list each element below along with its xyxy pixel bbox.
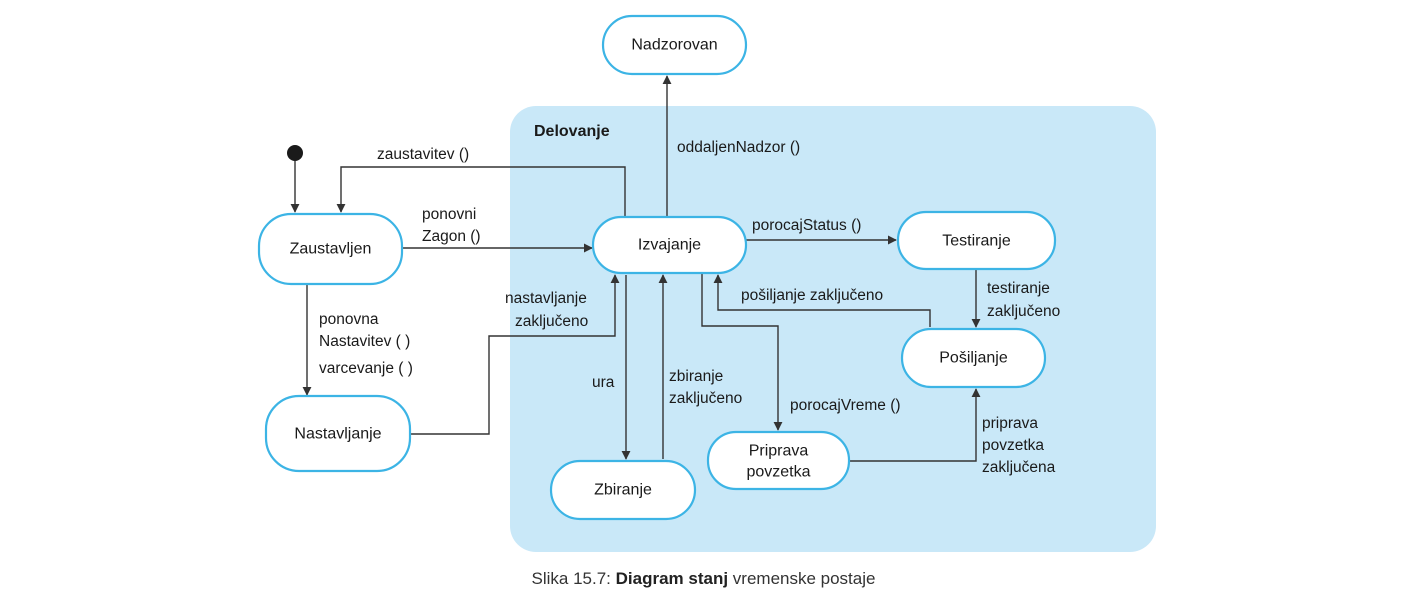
edge-zaustavitev [336,166,626,218]
label-zaustavitev: zaustavitev () [377,146,469,163]
initial-state-dot [287,145,303,161]
label-testiranje-zakljuceno-1: testiranje [987,280,1050,297]
label-ponovni-zagon-1: ponovni [422,206,476,223]
edge-posiljanje-zakljuceno [713,274,931,327]
state-zbiranje: Zbiranje [549,459,697,521]
label-ponovna-nastavitev-1: ponovna [319,311,379,328]
state-izvajanje: Izvajanje [591,215,748,275]
figure-caption: Slika 15.7: Diagram stanj vremenske post… [0,569,1407,589]
edge-priprava-zakljucena [849,388,981,462]
label-zbiranje-zakljuceno-1: zbiranje [669,368,723,385]
state-priprava-povzetka: Priprava povzetka [706,430,851,491]
edge-nastavljanje-zakljuceno [410,274,620,435]
state-testiranje: Testiranje [896,210,1057,271]
state-nastavljanje: Nastavljanje [264,394,412,473]
composite-label: Delovanje [534,123,610,140]
label-ponovni-zagon-2: Zagon () [422,228,481,245]
caption-bold: Diagram stanj [615,569,729,588]
label-priprava-zakljucena-1: priprava [982,415,1038,432]
label-ura: ura [592,374,615,391]
state-label: Pošiljanje [939,350,1008,367]
state-label: Nadzorovan [631,37,717,54]
caption-prefix: Slika 15.7: [531,569,616,588]
state-label: Zbiranje [594,482,652,499]
label-varcevanje: varcevanje ( ) [319,360,413,377]
label-nastavljanje-zakljuceno-2: zaključeno [515,313,588,330]
state-label: Nastavljanje [294,426,381,443]
state-posiljanje: Pošiljanje [900,327,1047,389]
state-nadzorovan: Nadzorovan [601,14,748,76]
label-porocaj-vreme: porocajVreme () [790,397,901,414]
state-label: Izvajanje [638,237,701,254]
label-zbiranje-zakljuceno-2: zaključeno [669,390,742,407]
label-priprava-zakljucena-2: povzetka [982,437,1044,454]
state-label: Testiranje [942,233,1011,250]
state-label-line2: povzetka [746,464,810,481]
label-oddaljen-nadzor: oddaljenNadzor () [677,139,800,156]
label-porocaj-status: porocajStatus () [752,217,861,234]
edge-porocaj-vreme [701,268,783,431]
state-label-line1: Priprava [749,443,809,460]
caption-suffix: vremenske postaje [728,569,876,588]
label-nastavljanje-zakljuceno-1: nastavljanje [505,290,587,307]
label-ponovna-nastavitev-2: Nastavitev ( ) [319,333,410,350]
label-posiljanje-zakljuceno: pošiljanje zaključeno [741,287,883,304]
state-zaustavljen: Zaustavljen [257,212,404,286]
label-priprava-zakljucena-3: zaključena [982,459,1056,476]
state-diagram: Delovanje Nadzorovan Zaustavljen Izvajan… [257,14,1156,552]
label-testiranje-zakljuceno-2: zaključeno [987,303,1060,320]
state-label: Zaustavljen [290,241,372,258]
